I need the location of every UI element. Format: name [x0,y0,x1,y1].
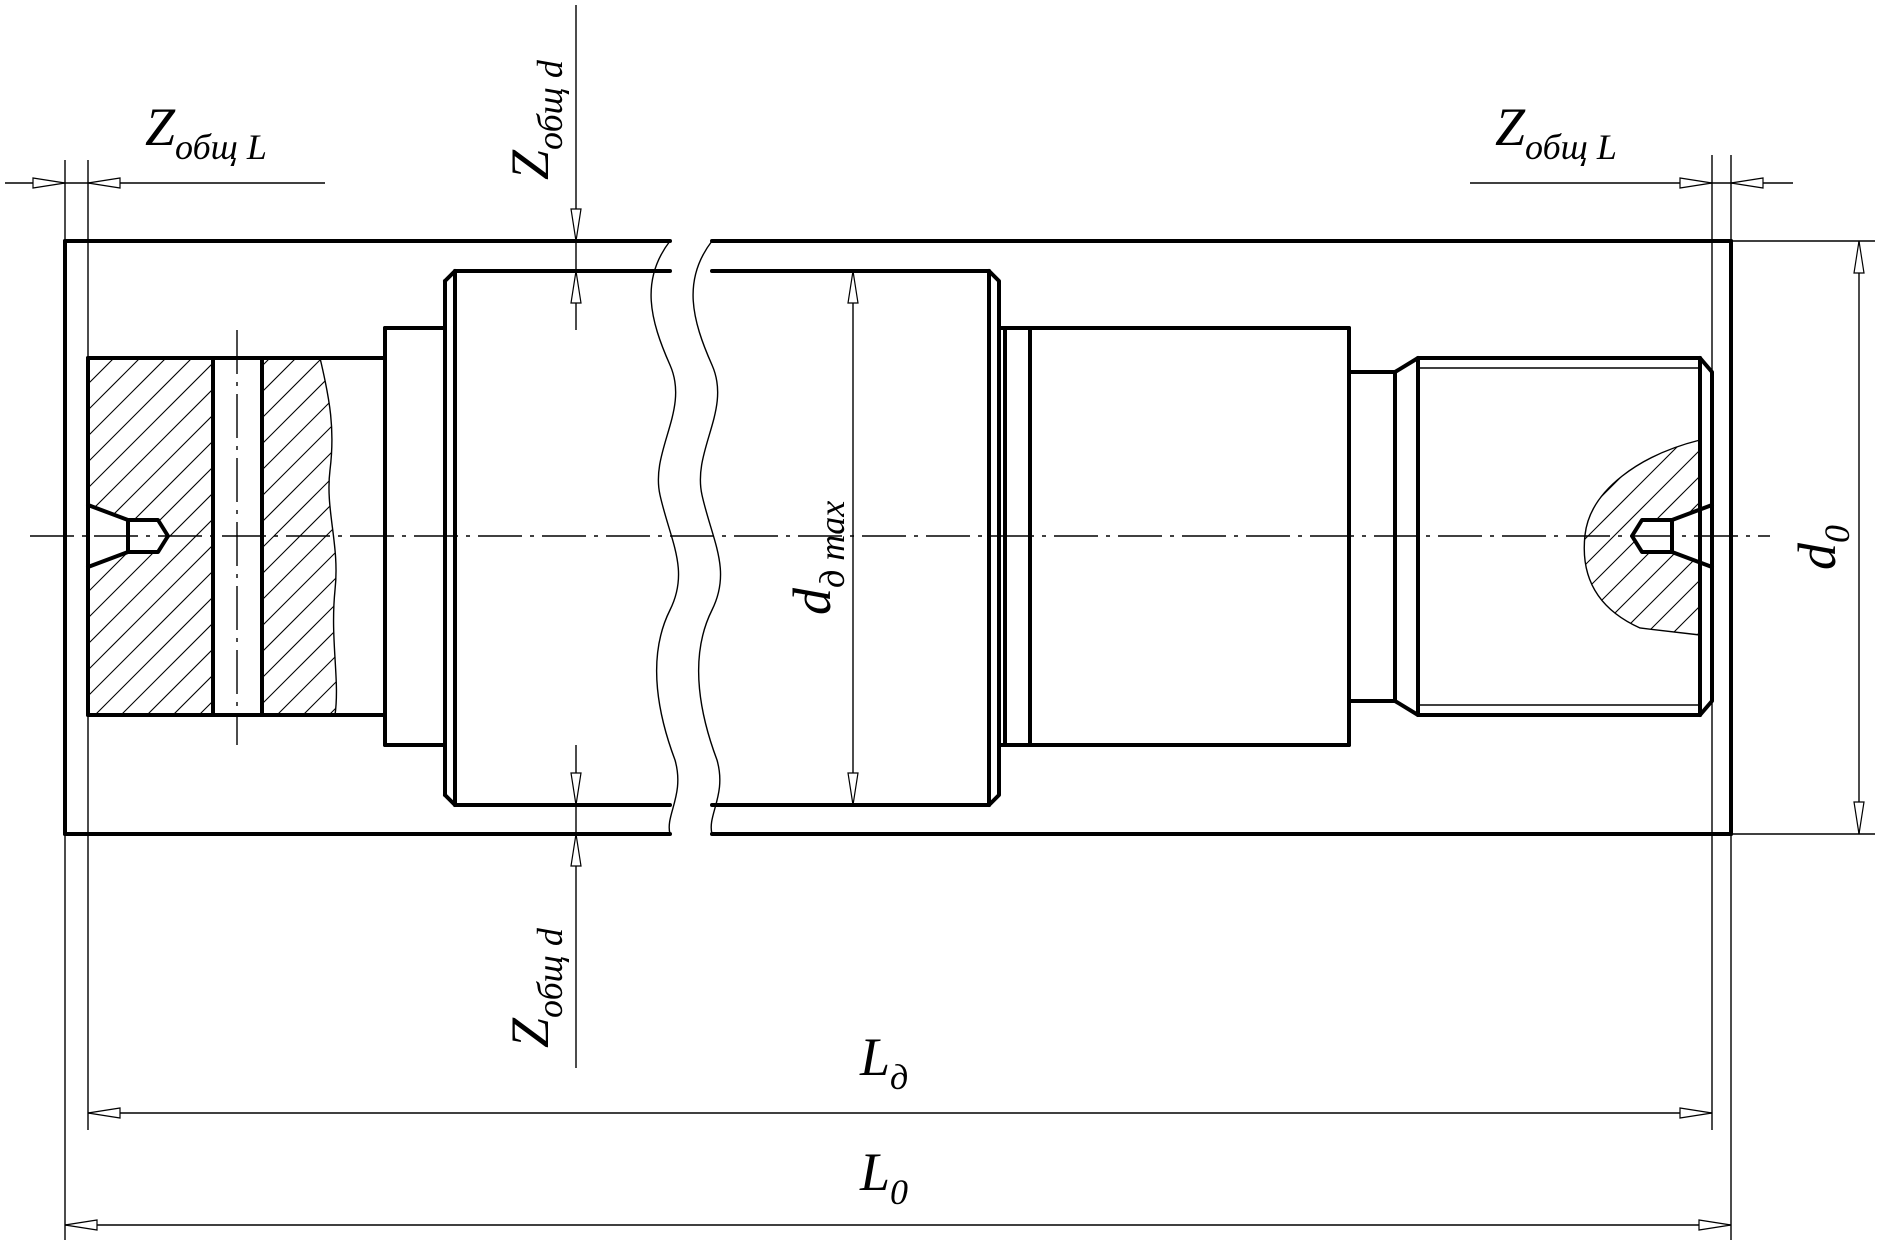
hatch-line [1385,440,1580,635]
hatch-line [615,358,972,715]
hatch-line [1644,440,1700,635]
z-total-d-bottom-label: Zобщ d [500,927,570,1048]
section-hatching-left [88,358,972,715]
hatch-line [1584,440,1700,635]
d-blank-label: d0 [1787,525,1857,570]
centerlines [30,330,1770,745]
blank-outline [63,239,1733,836]
hatch-line [88,358,219,715]
hatch-line [1584,440,1607,635]
z-total-l-left-label: Zобщ L [145,97,267,167]
dimension-arrows [32,177,1865,1231]
dimension-labels: Zобщ L Zобщ L Zобщ d Zобщ d dд max d0 Lд… [145,59,1857,1212]
hatch-line [94,358,337,715]
hatch-line [1618,440,1700,635]
hatch-line [88,358,167,715]
hatch-line [88,358,193,715]
hatch-line [88,358,245,715]
l-part-label: Lд [859,1027,908,1097]
hatch-line [250,358,337,715]
extension-lines [64,5,1875,1240]
z-total-l-right-label: Zобщ L [1495,97,1617,167]
hatch-line [1584,440,1659,635]
dimension-lines [5,182,1860,1226]
hatch-line [224,358,337,715]
hatch-line [1584,440,1685,635]
l-blank-label: L0 [859,1142,908,1212]
break-lines [650,240,722,835]
d-part-max-label: dд max [782,501,852,615]
hatch-line [1584,440,1633,635]
z-total-d-top-label: Zобщ d [500,59,570,180]
part-outline [86,269,1714,807]
